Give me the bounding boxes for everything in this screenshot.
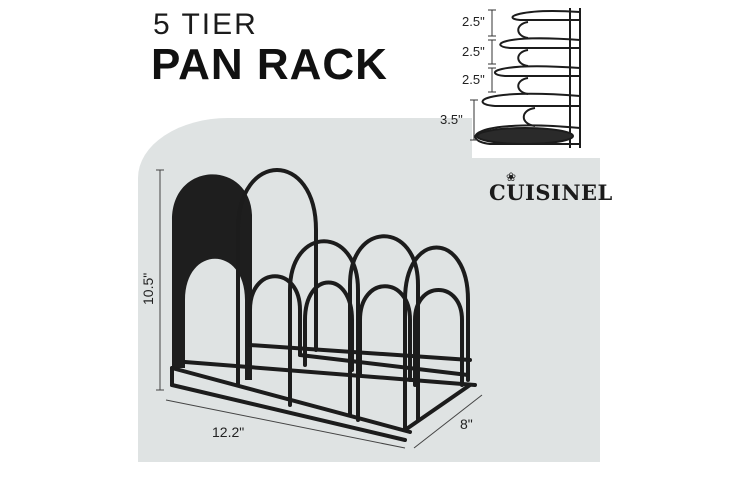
depth-label: 8" xyxy=(460,416,473,432)
brand-name: CUISINEL xyxy=(489,180,613,205)
length-label: 12.2" xyxy=(212,424,245,440)
tier-spacing-label: 2.5" xyxy=(462,14,485,29)
title-product: PAN RACK xyxy=(151,40,388,89)
title-tier: 5 TIER xyxy=(153,8,258,41)
tier-spacing-label: 2.5" xyxy=(462,44,485,59)
tier-spacing-label: 2.5" xyxy=(462,72,485,87)
brand-logo-icon: ❀ xyxy=(506,170,517,184)
tier-spacing-label: 3.5" xyxy=(440,112,463,127)
height-label: 10.5" xyxy=(140,272,156,305)
